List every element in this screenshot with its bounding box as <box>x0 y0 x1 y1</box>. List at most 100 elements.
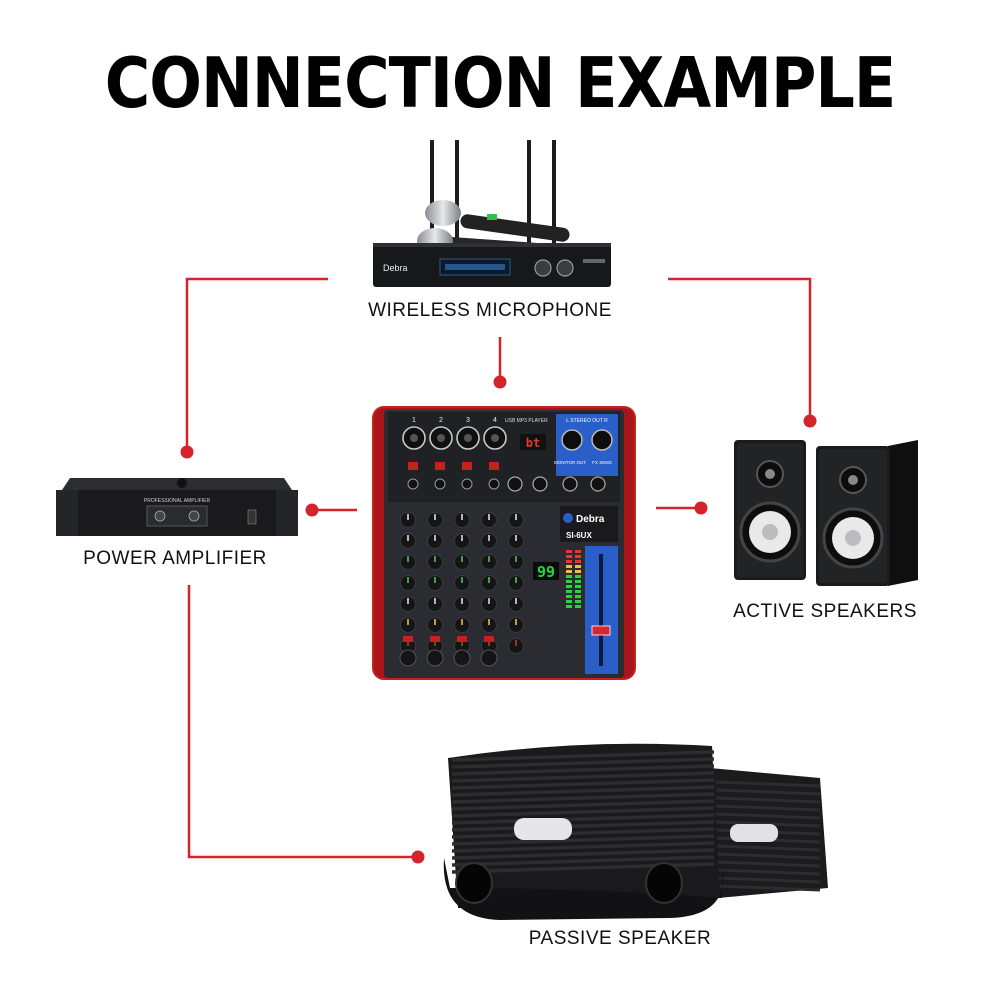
meter-led <box>566 575 572 578</box>
passive-speaker-label: PASSIVE SPEAKER <box>528 928 712 949</box>
meter-led <box>566 590 572 593</box>
speaker-grille-line <box>451 750 715 762</box>
speaker-grille-line <box>451 771 715 783</box>
meter-led <box>575 550 581 553</box>
jack-icon <box>507 476 523 492</box>
speaker-grille-line <box>451 848 715 860</box>
mute-button <box>403 636 413 642</box>
meter-led <box>575 590 581 593</box>
meter-led <box>566 600 572 603</box>
speaker-grille-line <box>451 834 715 846</box>
speaker-grille-line <box>451 757 715 769</box>
jack-icon <box>434 478 446 490</box>
wireless-microphone-label: WIRELESS MICROPHONE <box>368 300 612 321</box>
meter-led <box>575 600 581 603</box>
amplifier-knob-icon <box>154 510 166 522</box>
xlr-input-pin <box>464 434 472 442</box>
meter-led <box>566 570 572 573</box>
effects-display-text: 99 <box>537 563 555 581</box>
power-amplifier-label: POWER AMPLIFIER <box>83 548 267 569</box>
xlr-output-icon <box>561 429 583 451</box>
meter-led <box>575 605 581 608</box>
speaker-grille-line <box>451 799 715 811</box>
meter-led <box>566 555 572 558</box>
speaker-grille-line <box>451 855 715 867</box>
speaker-grille-line <box>451 820 715 832</box>
bass-port-icon <box>455 862 493 904</box>
receiver-knob-icon <box>534 259 552 277</box>
jack-icon <box>488 478 500 490</box>
speaker-grille-line <box>451 841 715 853</box>
channel-number: 1 <box>412 417 416 424</box>
wire-amp-to-passive <box>187 585 418 859</box>
wire-mic-to-amp <box>185 277 328 452</box>
meter-led <box>566 595 572 598</box>
speaker-grille-line <box>451 813 715 825</box>
receiver-knob-icon <box>556 259 574 277</box>
master-fader-knob <box>591 625 611 636</box>
connector-dot <box>411 850 425 864</box>
meter-led <box>575 595 581 598</box>
speaker-grille-line <box>715 860 821 868</box>
speaker-grille-line <box>451 778 715 790</box>
mute-button <box>430 636 440 642</box>
xlr-input-pin <box>491 434 499 442</box>
mixer-monitor-label: MONITOR OUT <box>554 460 586 465</box>
meter-led <box>575 575 581 578</box>
channel-switch <box>462 462 472 470</box>
speaker-grille-line <box>715 876 821 884</box>
page-title: CONNECTION EXAMPLE <box>104 42 897 124</box>
speaker-grille-line <box>715 780 821 788</box>
woofer-cap <box>845 530 861 546</box>
mixer-brand: Debra <box>576 514 605 525</box>
channel-number: 2 <box>439 417 443 424</box>
meter-led <box>566 580 572 583</box>
mixer-logo-plate <box>560 506 618 542</box>
speaker-grille-line <box>451 792 715 804</box>
jack-icon <box>461 478 473 490</box>
jack-icon <box>590 476 606 492</box>
speaker-side <box>888 440 918 586</box>
active-speakers-label: ACTIVE SPEAKERS <box>733 601 917 622</box>
meter-led <box>575 560 581 563</box>
bluetooth-display <box>520 434 546 450</box>
meter-led <box>566 585 572 588</box>
meter-led <box>566 560 572 563</box>
meter-led <box>566 565 572 568</box>
passive-speaker-device <box>443 743 828 920</box>
meter-led <box>575 580 581 583</box>
level-knob-icon <box>399 649 417 667</box>
xlr-input-pin <box>437 434 445 442</box>
effects-display <box>533 562 559 580</box>
meter-led <box>575 555 581 558</box>
speaker-grille-line <box>715 788 821 796</box>
speaker-grille-line <box>715 844 821 852</box>
level-knob-icon <box>453 649 471 667</box>
mixer-fx-send-label: FX SEND <box>592 460 612 465</box>
connector-dot <box>694 501 708 515</box>
speaker-grille-line <box>451 827 715 839</box>
wire-mic-to-active <box>668 277 812 420</box>
connector-dot <box>180 445 194 459</box>
speaker-grille-line <box>715 804 821 812</box>
speaker-grille-line <box>715 812 821 820</box>
speaker-grille-line <box>715 796 821 804</box>
meter-led <box>566 605 572 608</box>
wireless-microphone-device: Debra <box>373 140 611 287</box>
level-knob-icon <box>480 649 498 667</box>
amplifier-panel-text: PROFESSIONAL AMPLIFIER <box>144 498 211 504</box>
xlr-input-pin <box>410 434 418 442</box>
bluetooth-display-text: bt <box>526 436 540 450</box>
speaker-grille-line <box>715 852 821 860</box>
mute-button <box>457 636 467 642</box>
channel-number: 4 <box>493 417 497 424</box>
speaker-grille-line <box>715 868 821 876</box>
connector-dot <box>305 503 319 517</box>
speaker-badge <box>730 824 778 842</box>
active-speakers-device <box>734 440 918 586</box>
bass-port-icon <box>645 862 683 904</box>
channel-switch <box>408 462 418 470</box>
